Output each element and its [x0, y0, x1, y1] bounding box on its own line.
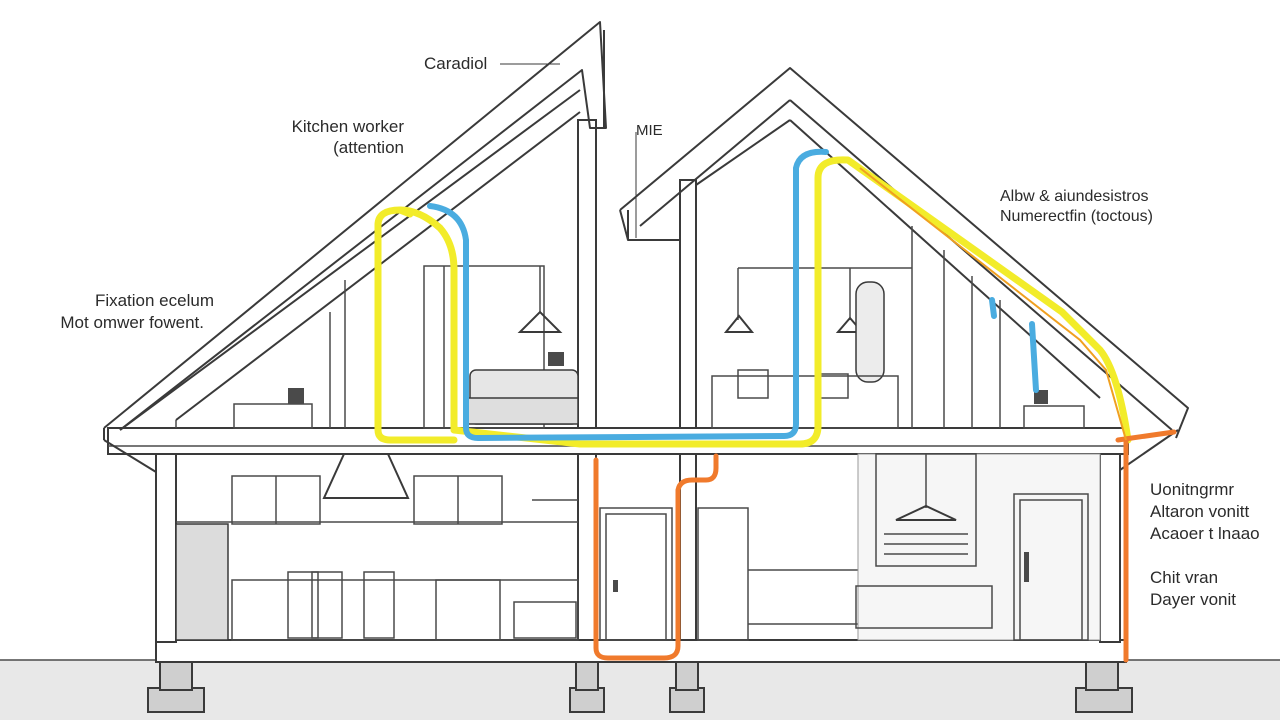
label-mid-left-line-1: Fixation ecelum [94, 291, 214, 310]
yellow-pipe [374, 156, 1132, 448]
lower-middle-room [599, 507, 858, 641]
label-mid-left-line-2: Mot omwer fowent. [60, 313, 204, 332]
label-lower-right-line-5: Dayer vonit [1150, 590, 1236, 609]
right-roof [619, 67, 1189, 471]
roof-accent-line [859, 167, 1127, 441]
upper-left-room [233, 265, 579, 429]
foundation-footings [147, 661, 1133, 713]
lower-left-kitchen [175, 453, 579, 641]
label-lower-right-line-1: Uonitngrmr [1150, 480, 1235, 499]
label-upper-right-line-1: Albw & aiundesistros [1000, 188, 1149, 205]
label-upper-right-line-2: Numerectfin (toctous) [1000, 208, 1153, 225]
label-lower-right-line-3: Acaoer t lnaao [1150, 524, 1260, 543]
label-top-mid: MIE [636, 122, 663, 139]
label-lower-right-line-4: Chit vran [1150, 568, 1219, 587]
label-upper-left-line-2: (attention [333, 138, 404, 157]
lower-right-room [855, 453, 1101, 641]
upper-right-room [711, 226, 1085, 429]
ground-strip [0, 660, 1280, 720]
label-top-center: Caradiol [424, 54, 488, 73]
label-lower-right-line-2: Altaron vonitt [1150, 502, 1250, 521]
orange-pipe [593, 429, 1177, 663]
blue-pipe [427, 148, 1039, 441]
label-upper-left-line-1: Kitchen worker [291, 117, 404, 136]
leader-lines [500, 63, 637, 238]
